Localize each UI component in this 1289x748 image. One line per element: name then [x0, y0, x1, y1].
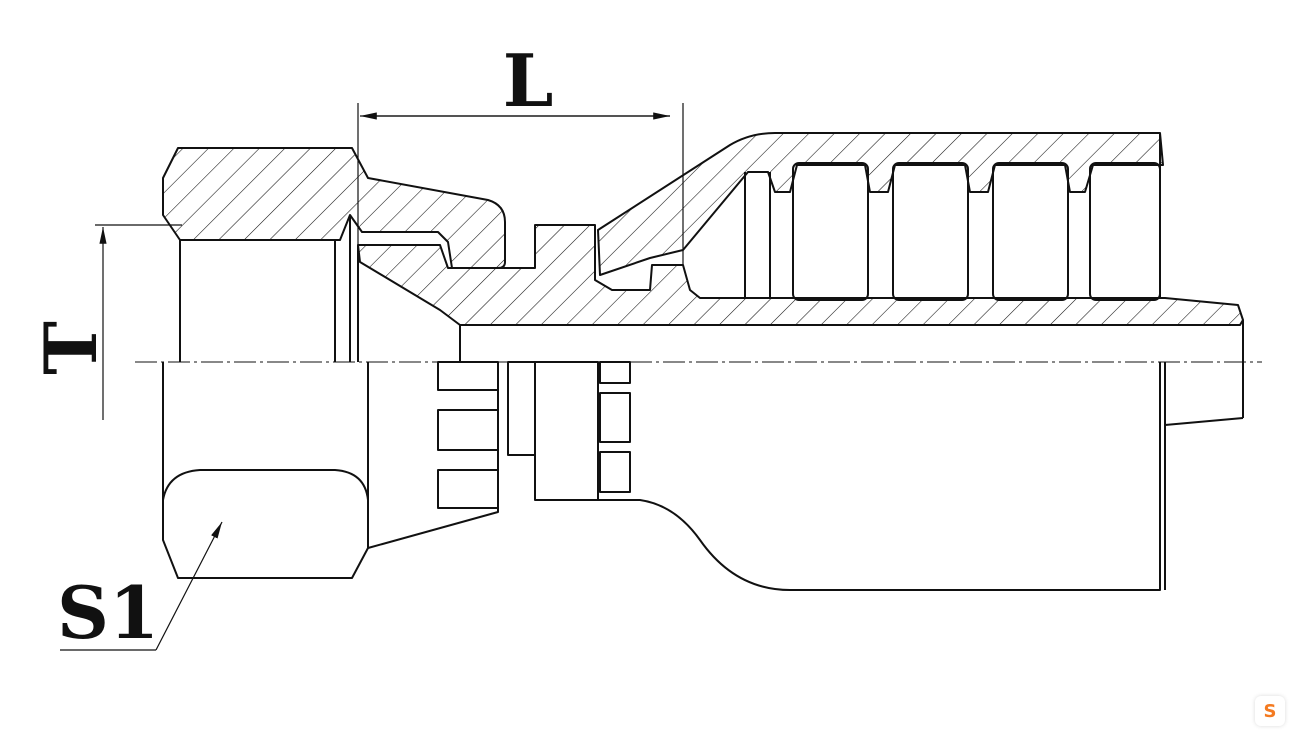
s1-label: S1	[57, 570, 159, 655]
nipple-collar	[507, 361, 536, 456]
crimp-groove	[892, 162, 969, 301]
l-label: L	[503, 38, 554, 123]
logo-text: S	[1263, 700, 1277, 722]
nut-section	[162, 147, 506, 269]
sleeve-ridge	[599, 392, 631, 443]
nipple-ridge	[437, 469, 499, 509]
crimp-groove	[792, 162, 869, 301]
nut-hex-face	[162, 469, 369, 501]
sleeve-section	[597, 132, 1164, 276]
nipple-shoulder	[534, 361, 599, 501]
crimp-groove	[992, 162, 1069, 301]
nipple-ridge	[437, 361, 499, 391]
nipple-ridge	[437, 409, 499, 451]
brand-logo: S	[1255, 696, 1285, 726]
sleeve-ridge	[599, 361, 631, 384]
crimp-groove	[1089, 162, 1161, 301]
nut-hex-exterior	[162, 362, 369, 579]
sleeve-ridge	[599, 451, 631, 493]
s1-leader-line	[155, 521, 223, 651]
nipple-tail-exterior	[1164, 417, 1244, 426]
sleeve-exterior	[598, 362, 1161, 591]
t-label: T	[28, 321, 113, 375]
